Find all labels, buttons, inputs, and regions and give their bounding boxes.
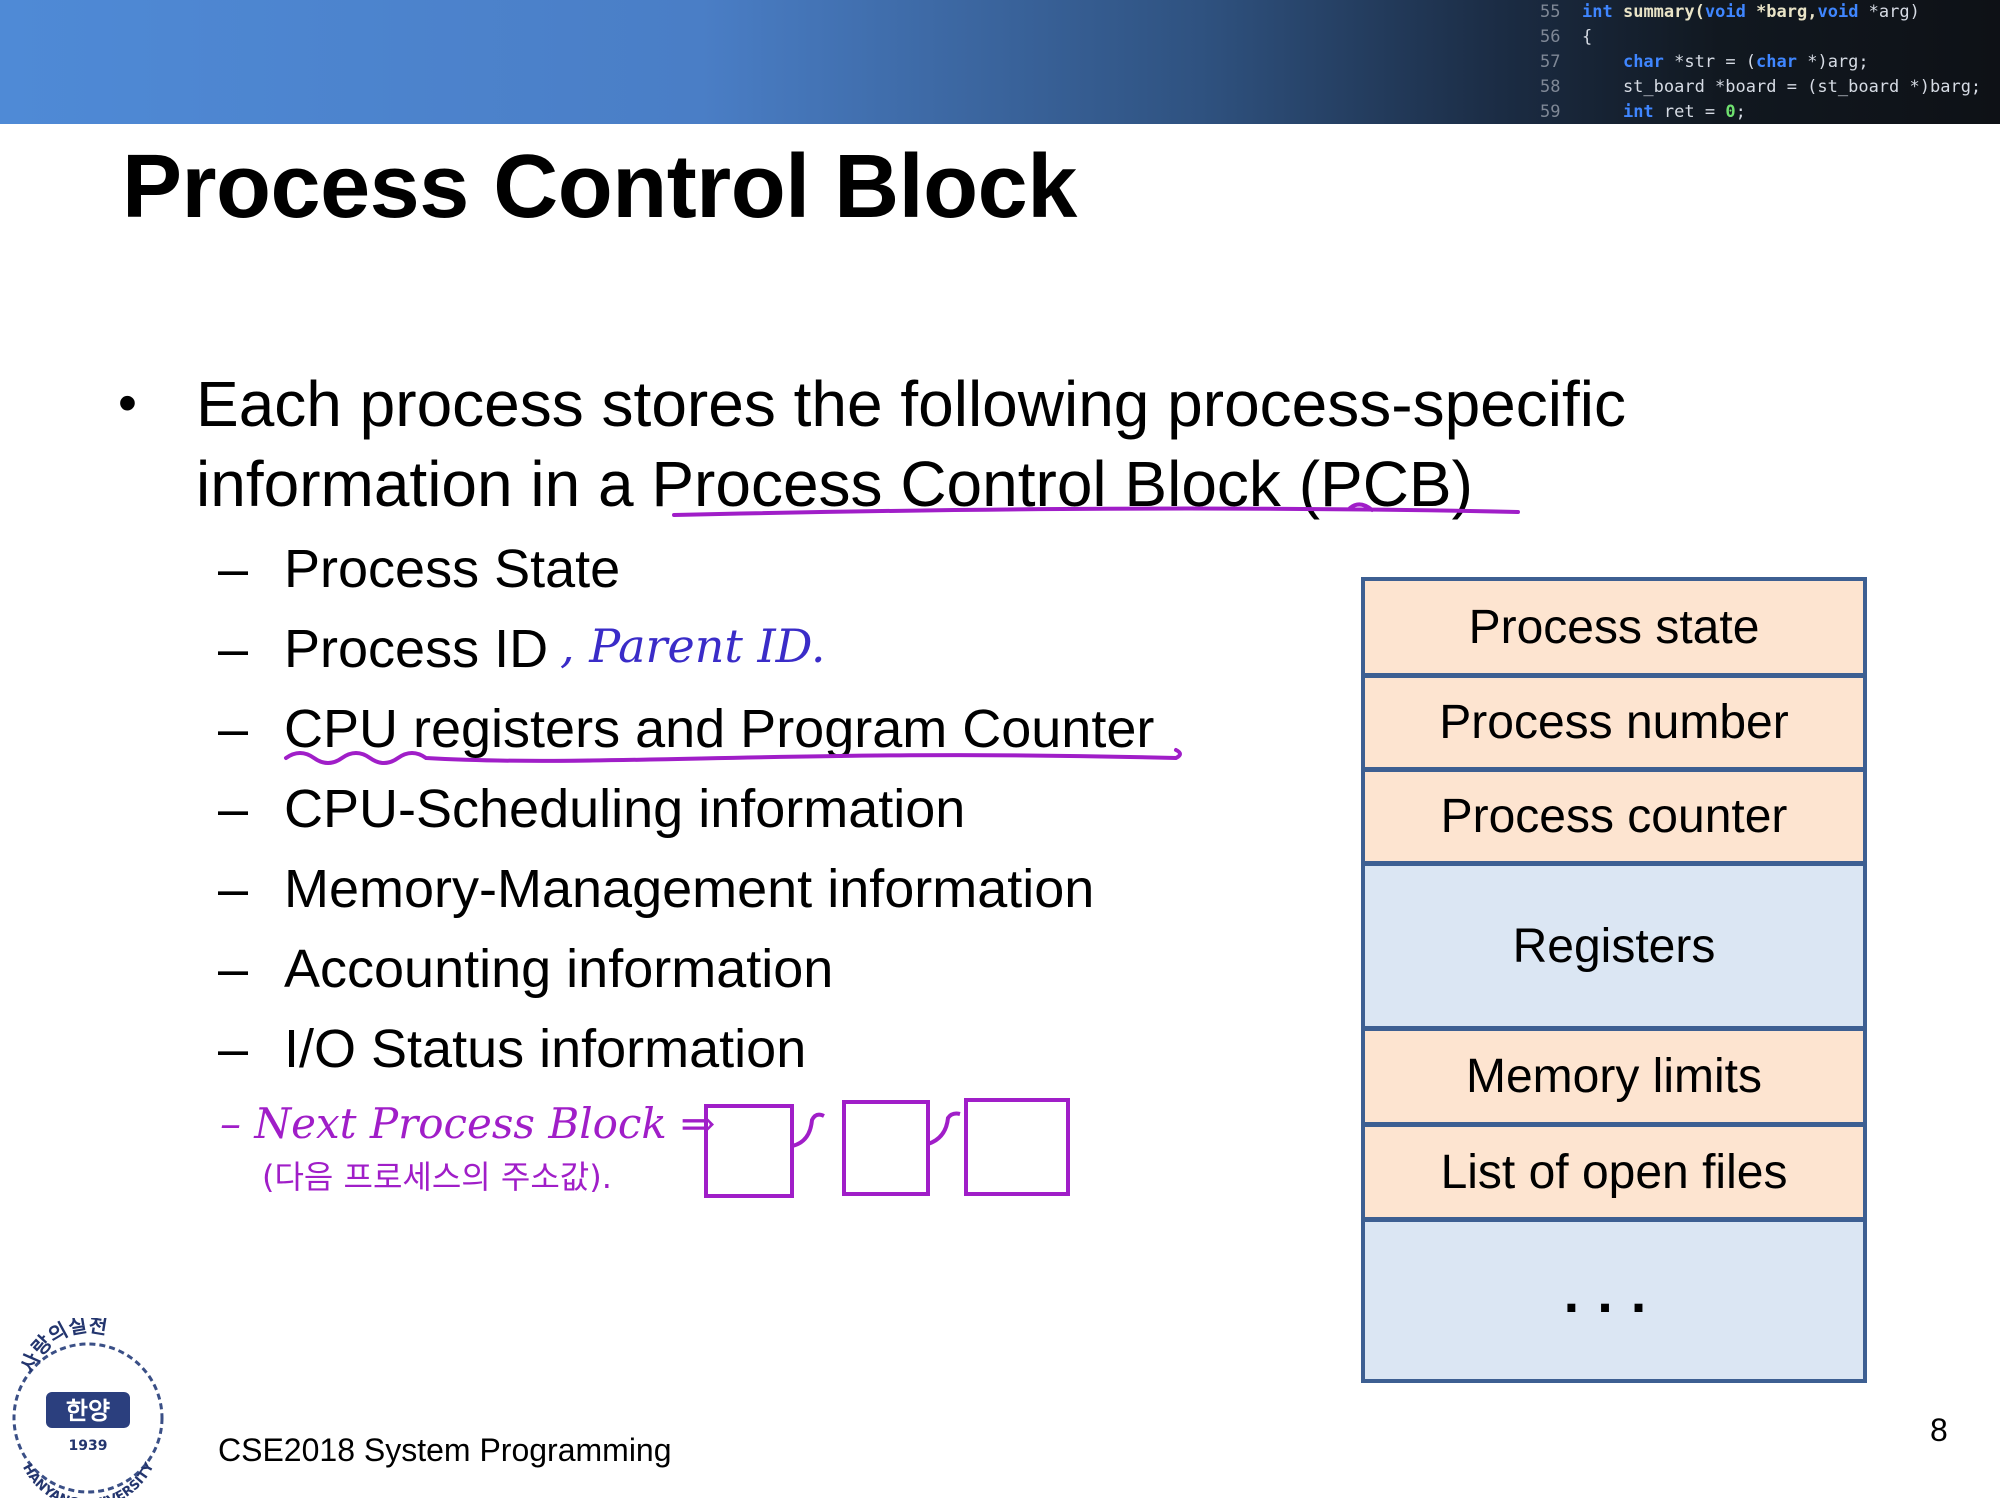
course-footer: CSE2018 System Programming bbox=[218, 1432, 672, 1468]
pcb-row-ellipsis: ... bbox=[1365, 1222, 1863, 1379]
header-banner bbox=[0, 0, 2000, 124]
list-item: –CPU-Scheduling information bbox=[218, 779, 966, 839]
page-number: 8 bbox=[1930, 1412, 1948, 1448]
next-block-korean-note: (다음 프로세스의 주소값). bbox=[262, 1158, 612, 1196]
list-item: –Accounting information bbox=[218, 939, 834, 999]
slide-title: Process Control Block bbox=[122, 137, 1077, 237]
bullet-marker: • bbox=[118, 373, 137, 433]
list-item: –Process State bbox=[218, 539, 621, 599]
linked-block bbox=[842, 1100, 930, 1196]
link-arrow bbox=[927, 1111, 961, 1146]
code-line: 58 st_board *board = (st_board *)barg; bbox=[1540, 77, 1982, 97]
parent-id-note: , Parent ID. bbox=[560, 619, 826, 673]
pcb-term: Process Control Block (PCB bbox=[651, 448, 1452, 520]
list-item: –Process ID bbox=[218, 619, 549, 679]
pcb-row-registers: Registers bbox=[1365, 866, 1863, 1031]
university-logo: 사랑의실천 한양 1939 HANYANG UNIVERSITY bbox=[12, 1318, 164, 1498]
code-line: 59 int ret = 0; bbox=[1540, 102, 1746, 122]
pcb-row-process-counter: Process counter bbox=[1365, 772, 1863, 866]
svg-text:사랑의실천: 사랑의실천 bbox=[16, 1318, 109, 1376]
pcb-row-memory-limits: Memory limits bbox=[1365, 1031, 1863, 1127]
code-line: 57 char *str = (char *)arg; bbox=[1540, 52, 1869, 72]
svg-text:한양: 한양 bbox=[66, 1397, 110, 1425]
pcb-row-process-state: Process state bbox=[1365, 581, 1863, 678]
list-item: –I/O Status information bbox=[218, 1019, 807, 1079]
pcb-row-open-files: List of open files bbox=[1365, 1127, 1863, 1222]
pcb-row-process-number: Process number bbox=[1365, 678, 1863, 772]
next-block-note: – Next Process Block ⇒ bbox=[220, 1099, 715, 1148]
linked-block bbox=[704, 1104, 794, 1198]
svg-text:1939: 1939 bbox=[69, 1438, 108, 1454]
linked-block bbox=[964, 1098, 1070, 1196]
pcb-diagram: Process state Process number Process cou… bbox=[1361, 577, 1867, 1383]
list-item: –Memory-Management information bbox=[218, 859, 1095, 919]
code-line: 56{ bbox=[1540, 27, 1593, 47]
link-arrow bbox=[791, 1112, 825, 1148]
list-item: –CPU registers and Program Counter bbox=[218, 699, 1155, 759]
bullet-text: Each process stores the following proces… bbox=[196, 368, 1626, 520]
